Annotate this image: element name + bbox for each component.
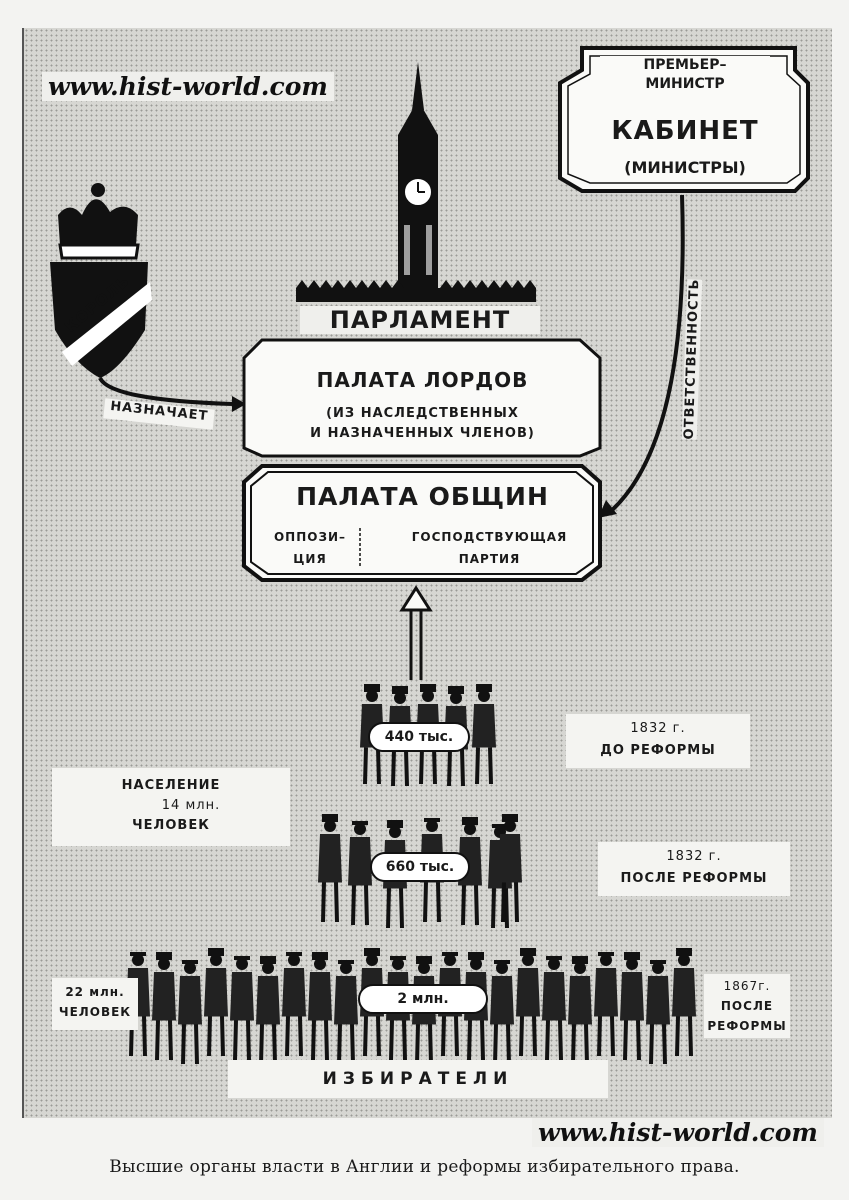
tier-3-year: 1867г. <box>723 979 771 993</box>
big-ben-icon <box>296 62 536 302</box>
voter-figure-icon <box>672 948 696 1057</box>
voter-figure-icon <box>204 948 228 1057</box>
tier-2-label: 1832 г. ПОСЛЕ РЕФОРМЫ <box>598 842 790 896</box>
figure-caption: Высшие органы власти в Англии и реформы … <box>109 1157 740 1177</box>
voter-figure-icon <box>568 956 592 1065</box>
tier-1-note: ДО РЕФОРМЫ <box>600 743 716 758</box>
voter-figure-icon <box>334 960 358 1065</box>
voter-figure-icon <box>646 960 670 1065</box>
population-14-l3: ЧЕЛОВЕК <box>132 818 210 833</box>
watermark-top: www.hist-world.com <box>42 72 334 101</box>
opposition-text-2: ЦИЯ <box>293 552 327 566</box>
voters-label: ИЗБИРАТЕЛИ <box>228 1060 608 1098</box>
tier-1-count: 440 тыс. <box>368 722 470 752</box>
watermark-bottom: www.hist-world.com <box>532 1118 824 1147</box>
tier-3-label: 1867г. ПОСЛЕ РЕФОРМЫ <box>704 974 790 1038</box>
tier-2-note: ПОСЛЕ РЕФОРМЫ <box>620 871 768 886</box>
voter-figure-icon <box>308 952 332 1061</box>
tier-3-note2: РЕФОРМЫ <box>707 1019 787 1033</box>
voter-figure-icon <box>282 952 306 1057</box>
cabinet-sub: (МИНИСТРЫ) <box>624 158 746 177</box>
voter-figure-icon <box>620 952 644 1061</box>
parliament-title: ПАРЛАМЕНТ <box>300 306 540 334</box>
voter-figure-icon <box>318 814 342 923</box>
population-14-l2: 14 млн. <box>161 798 221 813</box>
voter-figure-icon <box>256 956 280 1065</box>
commons-frame <box>242 464 602 582</box>
shield-icon <box>50 262 152 378</box>
tier-2-count: 660 тыс. <box>370 852 470 882</box>
voter-figure-icon <box>178 960 202 1065</box>
lords-frame <box>242 338 602 458</box>
population-22-l2: ЧЕЛОВЕК <box>58 1005 132 1019</box>
voter-figure-icon <box>594 952 618 1057</box>
cabinet-title: КАБИНЕТ <box>611 116 759 146</box>
voter-figure-icon <box>472 684 496 785</box>
ruling-text-1: ГОСПОДСТВУЮЩАЯ <box>411 530 568 544</box>
tier-1-year: 1832 г. <box>630 721 686 736</box>
lords-sub1: (ИЗ НАСЛЕДСТВЕННЫХ <box>326 406 519 421</box>
lords-title: ПАЛАТА ЛОРДОВ <box>316 368 529 392</box>
lords-sub2: И НАЗНАЧЕННЫХ ЧЛЕНОВ) <box>310 426 535 441</box>
pm-label: ПРЕМЬЕР–МИНИСТР <box>600 56 770 94</box>
voter-figure-icon <box>542 956 566 1061</box>
voter-figure-icon <box>490 960 514 1065</box>
population-14-l1: НАСЕЛЕНИЕ <box>121 778 221 793</box>
pm-text: ПРЕМЬЕР–МИНИСТР <box>643 57 727 92</box>
voter-figure-icon <box>152 952 176 1061</box>
population-14-label: НАСЕЛЕНИЕ 14 млн. ЧЕЛОВЕК <box>52 768 290 846</box>
population-22-label: 22 млн. ЧЕЛОВЕК <box>52 978 138 1030</box>
tier-3-count: 2 млн. <box>358 984 488 1014</box>
population-22-l1: 22 млн. <box>65 985 125 999</box>
tier-2-year: 1832 г. <box>666 849 722 864</box>
tier-3-note1: ПОСЛЕ <box>720 999 774 1013</box>
opposition-text-1: ОППОЗИ– <box>273 530 347 544</box>
responsibility-arrow <box>608 194 685 514</box>
voter-figure-icon <box>516 948 540 1057</box>
opposition-label: ОППОЗИ– ЦИЯ <box>262 530 358 566</box>
voter-figure-icon <box>348 821 372 926</box>
voter-figure-icon <box>230 956 254 1061</box>
commons-title: ПАЛАТА ОБЩИН <box>296 482 549 511</box>
ruling-text-2: ПАРТИЯ <box>458 552 521 566</box>
appoint-arrow <box>98 376 233 406</box>
tier-1-label: 1832 г. ДО РЕФОРМЫ <box>566 714 750 768</box>
voter-figure-icon <box>498 814 522 923</box>
crown-icon <box>58 183 140 260</box>
ruling-party-label: ГОСПОДСТВУЮЩАЯ ПАРТИЯ <box>392 530 587 566</box>
